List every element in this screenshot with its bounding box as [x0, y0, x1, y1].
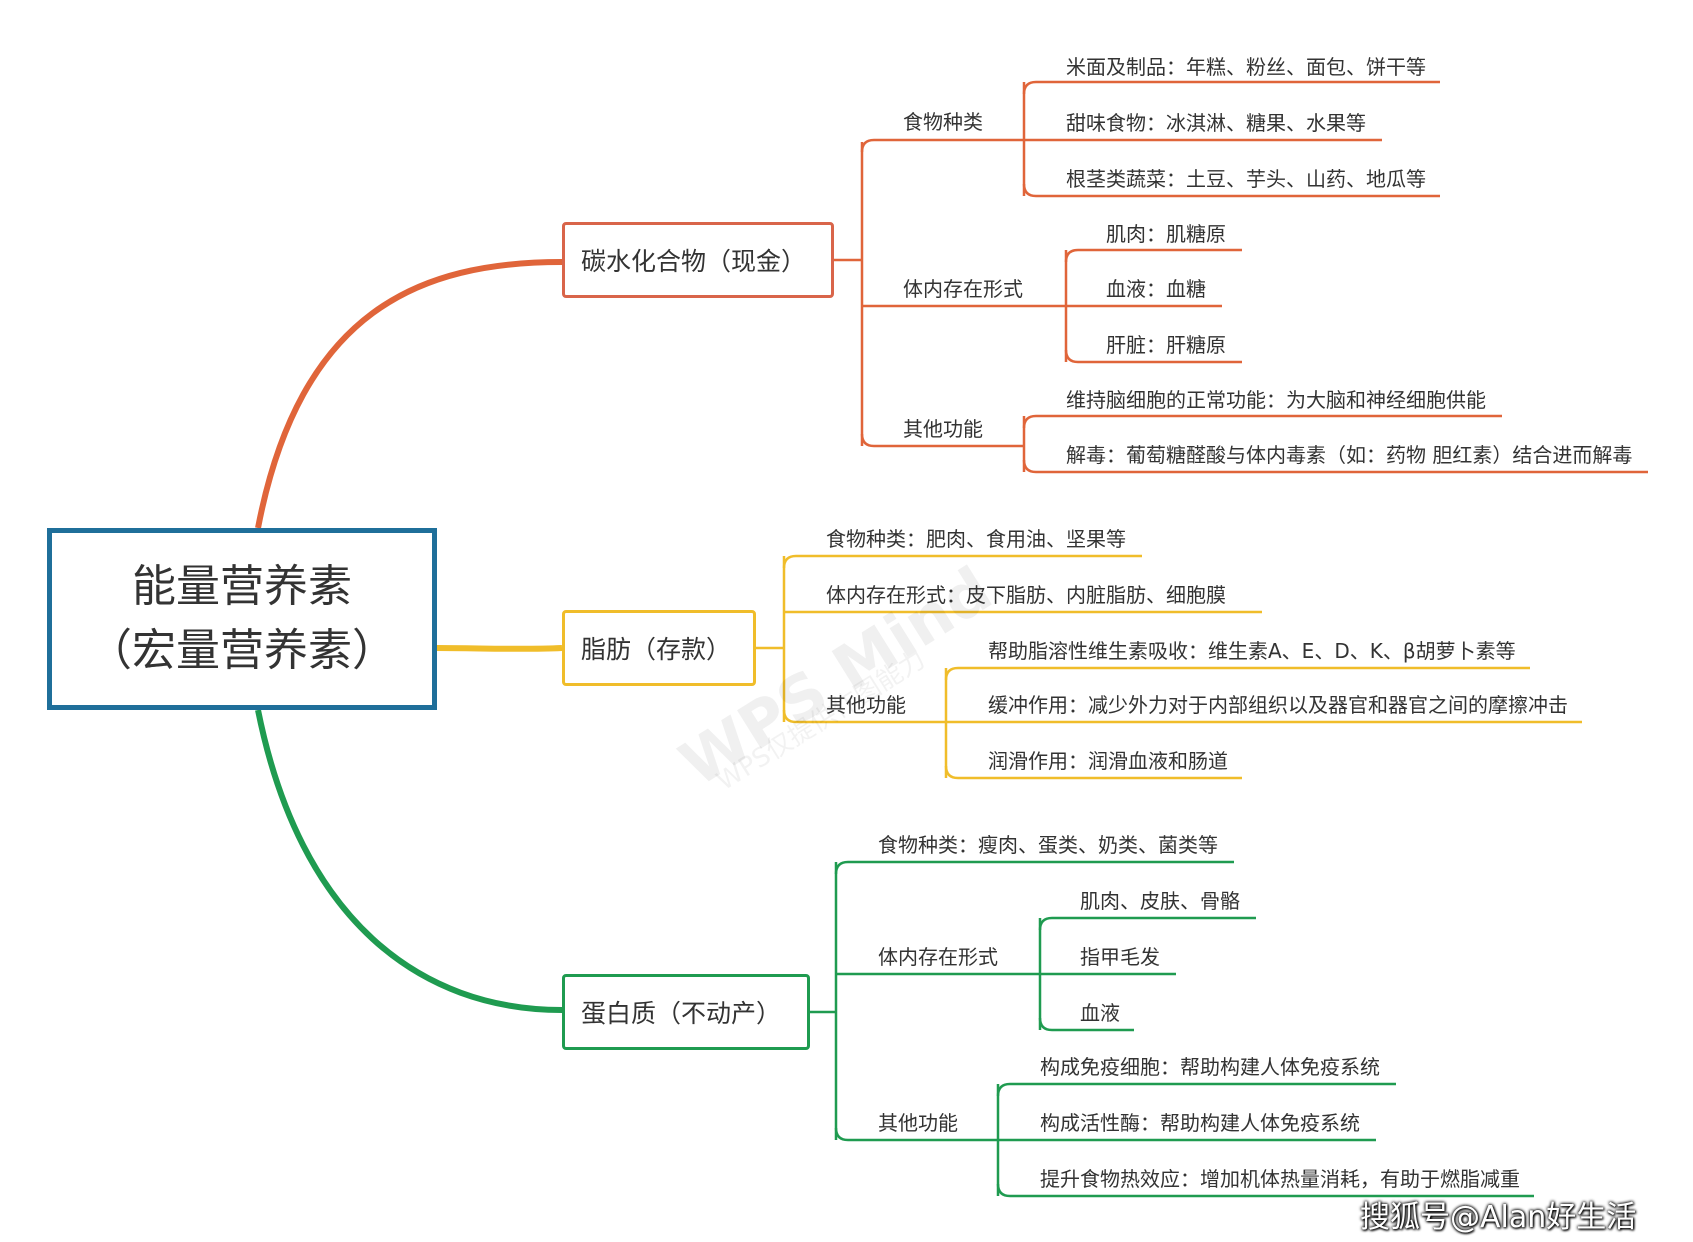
carb-storage-item[interactable]: 肝脏：肝糖原 — [1106, 333, 1226, 357]
protein-node[interactable]: 蛋白质（不动产） — [562, 974, 810, 1050]
fat-other-label[interactable]: 其他功能 — [826, 693, 906, 717]
protein-storage-item[interactable]: 肌肉、皮肤、骨骼 — [1080, 889, 1240, 913]
carb-food-item[interactable]: 甜味食物：冰淇淋、糖果、水果等 — [1066, 111, 1366, 135]
fat-title: 脂肪（存款） — [581, 635, 732, 664]
carb-storage-label[interactable]: 体内存在形式 — [903, 277, 1023, 301]
protein-title: 蛋白质（不动产） — [581, 999, 782, 1028]
source-credit: 搜狐号@Alan好生活 — [1360, 1200, 1637, 1235]
carb-food-item[interactable]: 米面及制品：年糕、粉丝、面包、饼干等 — [1066, 55, 1426, 79]
carb-food-label[interactable]: 食物种类 — [903, 110, 983, 134]
fat-storage[interactable]: 体内存在形式：皮下脂肪、内脏脂肪、细胞膜 — [826, 583, 1226, 607]
protein-main-curve — [255, 709, 563, 1013]
root-node[interactable]: 能量营养素 （宏量营养素） — [47, 528, 437, 710]
fat-other-item[interactable]: 润滑作用：润滑血液和肠道 — [988, 749, 1228, 773]
root-title-line2: （宏量营养素） — [88, 625, 396, 676]
carb-other-item[interactable]: 维持脑细胞的正常功能：为大脑和神经细胞供能 — [1066, 388, 1486, 412]
carb-other-label[interactable]: 其他功能 — [903, 417, 983, 441]
protein-food[interactable]: 食物种类：瘦肉、蛋类、奶类、菌类等 — [878, 833, 1218, 857]
carb-node[interactable]: 碳水化合物（现金） — [562, 222, 834, 298]
fat-node[interactable]: 脂肪（存款） — [562, 610, 756, 686]
carb-other-item[interactable]: 解毒：葡萄糖醛酸与体内毒素（如：药物 胆红素）结合进而解毒 — [1066, 443, 1633, 467]
fat-other-item[interactable]: 帮助脂溶性维生素吸收：维生素A、E、D、K、β胡萝卜素等 — [988, 639, 1516, 663]
fat-main-line — [436, 645, 563, 652]
protein-storage-label[interactable]: 体内存在形式 — [878, 945, 998, 969]
protein-other-item[interactable]: 提升食物热效应：增加机体热量消耗，有助于燃脂减重 — [1040, 1167, 1520, 1191]
fat-other-item[interactable]: 缓冲作用：减少外力对于内部组织以及器官和器官之间的摩擦冲击 — [988, 693, 1568, 717]
protein-storage-item[interactable]: 指甲毛发 — [1080, 945, 1160, 969]
protein-other-item[interactable]: 构成免疫细胞：帮助构建人体免疫系统 — [1040, 1055, 1380, 1079]
protein-storage-item[interactable]: 血液 — [1080, 1001, 1120, 1025]
carb-main-curve — [255, 259, 563, 529]
root-title-line1: 能量营养素 — [132, 561, 352, 612]
carb-title: 碳水化合物（现金） — [581, 247, 807, 276]
carb-storage-item[interactable]: 血液：血糖 — [1106, 277, 1206, 301]
carb-food-item[interactable]: 根茎类蔬菜：土豆、芋头、山药、地瓜等 — [1066, 167, 1426, 191]
fat-food[interactable]: 食物种类：肥肉、食用油、坚果等 — [826, 527, 1126, 551]
protein-other-label[interactable]: 其他功能 — [878, 1111, 958, 1135]
protein-other-item[interactable]: 构成活性酶：帮助构建人体免疫系统 — [1040, 1111, 1360, 1135]
carb-storage-item[interactable]: 肌肉：肌糖原 — [1106, 222, 1226, 246]
